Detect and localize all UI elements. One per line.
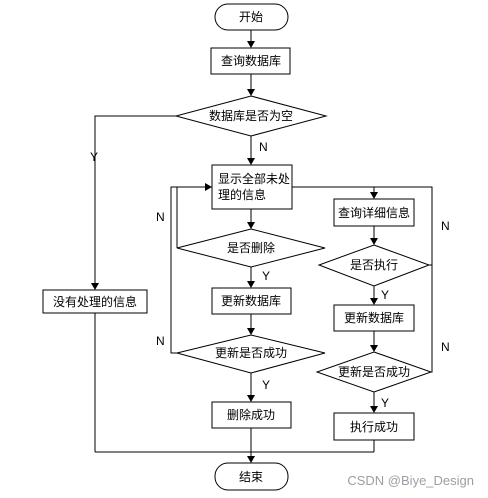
no-info-label: 没有处理的信息 <box>53 294 137 309</box>
start-label: 开始 <box>239 10 263 24</box>
arrowhead <box>370 192 378 199</box>
edge-delete-no <box>176 186 210 248</box>
edge-okr-no <box>431 187 433 373</box>
is-delete-decision: 是否删除 <box>176 228 326 268</box>
update-db-right-label: 更新数据库 <box>344 310 404 325</box>
edge-label-update-right-no: N <box>441 340 450 354</box>
arrowhead <box>370 238 378 245</box>
edge-label-empty-yes: Y <box>90 150 98 164</box>
db-empty-decision: 数据库是否为空 <box>174 95 328 137</box>
delete-ok-label: 删除成功 <box>227 407 275 422</box>
edge-label-update-left-no: N <box>156 334 165 348</box>
is-delete-label: 是否删除 <box>227 240 275 255</box>
arrowhead <box>247 222 255 229</box>
is-execute-label: 是否执行 <box>350 258 398 272</box>
update-ok-left-label: 更新是否成功 <box>215 345 287 360</box>
edges <box>91 30 433 463</box>
edge-show-right <box>292 186 375 197</box>
edge-label-empty-no: N <box>259 140 268 154</box>
edge-label-execute-no: N <box>441 219 450 233</box>
edge-label-update-right-yes: Y <box>381 396 389 410</box>
arrowhead <box>205 183 212 191</box>
query-db-label: 查询数据库 <box>221 53 281 68</box>
arrowhead <box>247 41 255 48</box>
arrowhead <box>247 328 255 335</box>
delete-ok-box: 删除成功 <box>211 401 292 429</box>
is-execute-decision: 是否执行 <box>317 244 431 287</box>
query-detail-box: 查询详细信息 <box>333 198 415 227</box>
update-ok-right-label: 更新是否成功 <box>338 364 410 379</box>
show-unprocessed-box: 显示全部未处 理的信息 <box>211 164 293 210</box>
start-terminal: 开始 <box>214 3 289 31</box>
end-terminal: 结束 <box>214 462 289 491</box>
no-info-box: 没有处理的信息 <box>42 289 148 314</box>
end-label: 结束 <box>239 470 263 484</box>
execute-ok-label: 执行成功 <box>350 420 398 434</box>
arrowhead <box>247 89 255 96</box>
execute-ok-box: 执行成功 <box>333 412 415 441</box>
query-db-box: 查询数据库 <box>210 47 291 75</box>
update-ok-right-decision: 更新是否成功 <box>315 351 433 393</box>
update-db-left-box: 更新数据库 <box>211 287 292 315</box>
show-unprocessed-label-2: 理的信息 <box>218 187 266 202</box>
update-ok-left-decision: 更新是否成功 <box>176 334 326 374</box>
edge-okl-no <box>170 186 177 354</box>
arrowhead <box>370 345 378 352</box>
edge-label-delete-no: N <box>156 210 165 224</box>
edge-label-delete-yes: Y <box>262 269 270 283</box>
edge-empty-yes <box>94 115 176 288</box>
db-empty-label: 数据库是否为空 <box>209 108 293 123</box>
update-db-left-label: 更新数据库 <box>221 293 281 308</box>
edge-label-update-left-yes: Y <box>262 378 270 392</box>
query-detail-label: 查询详细信息 <box>338 205 410 220</box>
arrowhead <box>247 281 255 288</box>
watermark-text: CSDN @Biye_Design <box>347 473 474 488</box>
arrowhead <box>91 283 99 290</box>
arrowhead <box>247 395 255 402</box>
arrowhead <box>370 298 378 305</box>
arrowhead <box>247 158 255 165</box>
show-unprocessed-label-1: 显示全部未处 <box>218 171 290 186</box>
arrowhead <box>370 406 378 413</box>
update-db-right-box: 更新数据库 <box>333 304 415 332</box>
edge-label-execute-yes: Y <box>381 288 389 302</box>
arrowhead <box>247 456 255 463</box>
